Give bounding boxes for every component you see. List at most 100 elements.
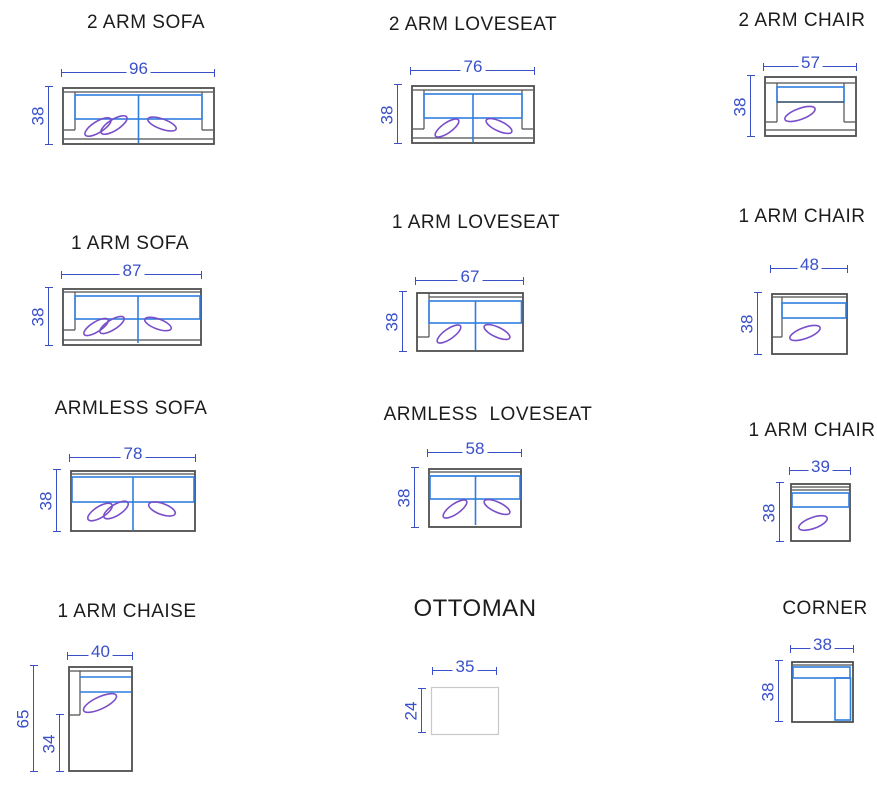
width-dimension-label: 78 [120,445,146,462]
pillow [147,501,177,517]
pillow [442,499,468,519]
depth-dimension: 38 [760,482,784,542]
depth-dimension-label: 38 [29,304,48,330]
1-arm-chaise-drawing [68,666,133,772]
1-arm-loveseat-drawing [416,292,524,352]
figure-title: CORNER [782,598,868,619]
left-arm [64,92,76,131]
width-dimension-label: 40 [88,643,113,660]
width-dimension: 87 [61,262,202,279]
width-dimension: 58 [427,440,522,457]
left-arm [417,293,430,338]
figure-title: 1 ARM CHAIR [748,420,876,441]
pillow [99,315,125,335]
2-arm-chair-drawing [764,76,857,137]
figure-title: 2 ARM CHAIR [738,10,866,31]
frame-outline [68,666,133,772]
width-dimension: 67 [415,268,524,285]
depth-dimension-label: 38 [759,679,778,704]
figure-title: 1 ARM CHAISE [57,601,197,622]
pillow [100,114,128,136]
width-dimension: 38 [790,636,854,653]
1-arm-chair-39-drawing [790,483,851,542]
right-arm [521,90,533,130]
width-dimension: 39 [789,458,851,475]
figure-title: 1 ARM SOFA [71,233,189,254]
figure-title: 1 ARM LOVESEAT [391,212,561,233]
2-arm-loveseat-drawing [411,85,535,144]
left-arm [766,83,778,123]
frame-outline [428,468,522,528]
depth-dimension: 38 [29,86,53,145]
back-cushion [781,302,847,319]
pillow [86,502,114,522]
back-cushion [776,86,845,103]
width-dimension: 40 [67,643,133,660]
frame-outline [411,85,535,144]
depth-dimension-label: 38 [378,102,397,127]
pillow [784,105,816,123]
width-dimension-label: 57 [798,54,823,71]
left-arm [69,671,81,716]
frame-outline [430,686,500,736]
frame-outline [62,87,215,145]
width-dimension: 96 [61,60,215,77]
width-dimension: 48 [770,256,848,273]
width-dimension: 35 [432,658,497,675]
frame-outline [791,661,854,723]
width-dimension-label: 48 [797,256,822,273]
right-arm [843,83,855,123]
figure-title: 1 ARM CHAIR [738,206,866,227]
total-depth-dimension: 65 [14,665,38,772]
back-cushion [792,666,851,679]
seat-depth-dimension: 34 [40,714,64,772]
depth-dimension: 38 [731,75,755,137]
pillow [434,118,460,138]
1-arm-chair-drawing [771,293,848,355]
width-dimension-label: 35 [452,658,478,675]
pillow [485,117,513,135]
seat-depth-dimension-label: 34 [40,731,59,756]
depth-dimension: 38 [395,467,419,528]
width-dimension-label: 96 [126,60,151,77]
depth-dimension: 38 [37,469,61,532]
figure-title: 2 ARM SOFA [87,12,205,33]
corner-drawing [791,661,854,723]
pillow [436,324,462,344]
depth-dimension: 38 [738,292,762,355]
pillow [789,324,821,342]
total-depth-dimension-label: 65 [14,706,33,732]
1-arm-sofa-drawing [62,288,202,346]
depth-dimension: 38 [383,291,407,352]
armless-sofa-drawing [70,470,196,532]
width-dimension: 57 [763,54,857,71]
pillow [84,116,112,138]
ottoman-drawing [430,686,500,736]
back-cushion [791,492,850,508]
figure-title: ARMLESS LOVESEAT [383,404,593,425]
depth-dimension-label: 38 [731,94,750,119]
depth-dimension-label: 38 [383,309,402,335]
depth-dimension-label: 24 [402,698,421,724]
left-arm [772,297,783,338]
width-dimension-label: 38 [810,636,835,653]
width-dimension: 78 [69,445,196,462]
pillow [83,317,109,337]
depth-dimension-label: 38 [395,485,414,511]
figure-title: 2 ARM LOVESEAT [388,14,558,35]
pillow [483,323,511,341]
2-arm-sofa-drawing [62,87,215,145]
side-cushion [834,677,852,721]
armless-loveseat-drawing [428,468,522,528]
depth-dimension: 38 [378,84,402,144]
depth-dimension-label: 38 [738,311,757,337]
width-dimension-label: 58 [462,440,488,457]
frame-outline [62,288,202,346]
width-dimension-label: 39 [808,458,833,475]
frame-outline [771,293,848,355]
width-dimension: 76 [410,58,535,75]
figure-title: OTTOMAN [413,595,537,622]
frame-outline [70,470,196,532]
depth-dimension: 38 [759,660,783,722]
